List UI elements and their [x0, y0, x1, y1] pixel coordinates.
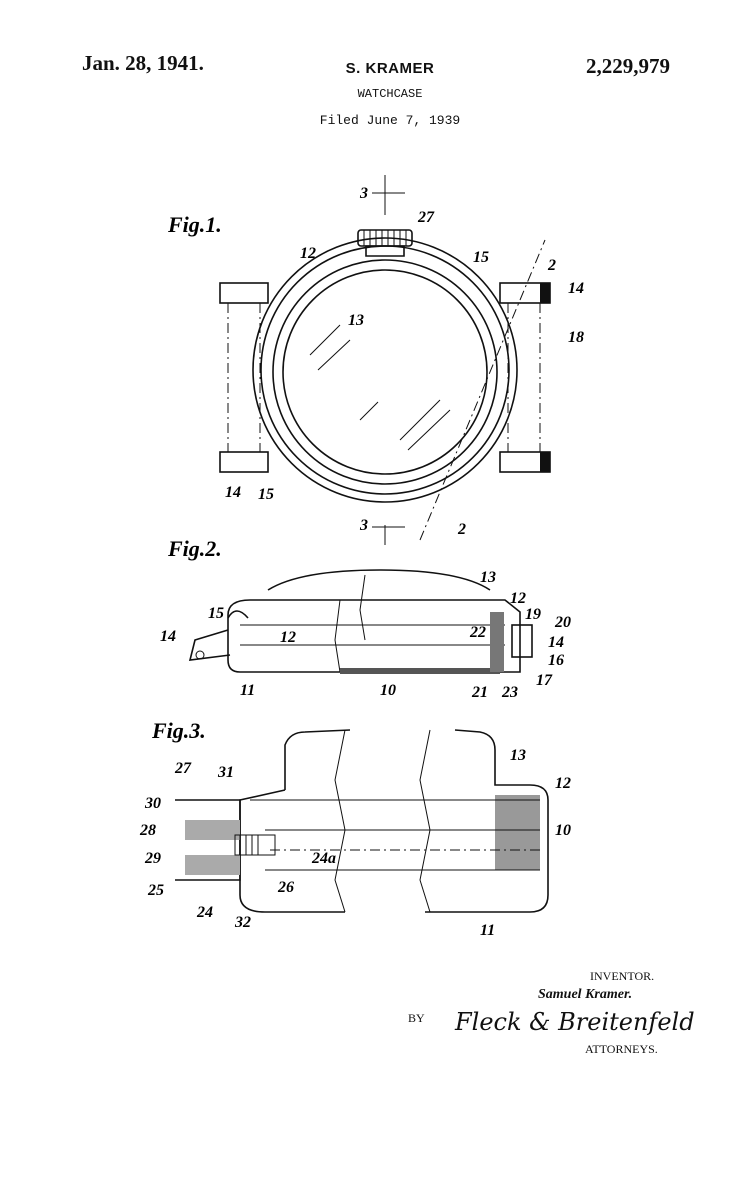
ref-numeral: 16	[548, 652, 564, 669]
ref-numeral: 24a	[311, 850, 336, 867]
patent-date: Jan. 28, 1941.	[82, 51, 204, 75]
ref-numeral: 12	[280, 629, 296, 646]
ref-numeral: 3	[359, 185, 368, 202]
ref-numeral: 12	[300, 245, 316, 262]
ref-numeral: 14	[225, 484, 241, 501]
ref-numeral: 23	[501, 684, 518, 701]
fig1-reference-numerals: 3 27 12 15 2 14 13 18 14 15 3 2	[225, 185, 584, 538]
ref-numeral: 28	[139, 822, 156, 839]
ref-numeral: 18	[568, 329, 584, 346]
ref-numeral: 24	[196, 904, 213, 921]
ref-numeral: 13	[348, 312, 364, 329]
patent-title: WATCHCASE	[357, 87, 423, 101]
ref-numeral: 15	[258, 486, 274, 503]
ref-numeral: 2	[457, 521, 466, 538]
ref-numeral: 3	[359, 517, 368, 534]
ref-numeral: 10	[555, 822, 571, 839]
inventor-name: Samuel Kramer.	[538, 987, 633, 1002]
ref-numeral: 10	[380, 682, 396, 699]
ref-numeral: 12	[555, 775, 571, 792]
figure-2: Fig.2. 13 12 19 20 15 14 12 22 14 16 17 …	[160, 536, 571, 701]
ref-numeral: 31	[217, 764, 234, 781]
ref-numeral: 21	[471, 684, 488, 701]
attorney-signature: Fleck & Breitenfeld	[455, 1008, 695, 1036]
inventor-header: S. KRAMER	[345, 60, 435, 77]
ref-numeral: 25	[147, 882, 164, 899]
patent-number: 2,229,979	[586, 54, 670, 78]
ref-numeral: 15	[473, 249, 489, 266]
ref-numeral: 15	[208, 605, 224, 622]
filing-date: Filed June 7, 1939	[319, 113, 461, 128]
ref-numeral: 29	[144, 850, 161, 867]
ref-numeral: 11	[480, 922, 495, 939]
fig3-reference-numerals: 13 27 31 12 30 10 28 29 24a 25 26 24 32 …	[139, 747, 571, 939]
fig2-reference-numerals: 13 12 19 20 15 14 12 22 14 16 17 21 23 1…	[160, 569, 571, 701]
ref-numeral: 13	[510, 747, 526, 764]
ref-numeral: 14	[160, 628, 176, 645]
fig3-title: Fig.3.	[151, 718, 206, 743]
ref-numeral: 27	[174, 760, 192, 777]
ref-numeral: 19	[525, 606, 541, 623]
ref-numeral: 13	[480, 569, 496, 586]
ref-numeral: 14	[548, 634, 564, 651]
ref-numeral: 20	[554, 614, 571, 631]
figure-1: Fig.1. 3 27 12 15 2 14 13 18	[167, 175, 584, 545]
ref-numeral: 11	[240, 682, 255, 699]
ref-numeral: 32	[234, 914, 251, 931]
by-label: BY	[408, 1011, 425, 1025]
inventor-label: INVENTOR.	[590, 969, 655, 983]
ref-numeral: 22	[469, 624, 486, 641]
fig2-title: Fig.2.	[167, 536, 222, 561]
ref-numeral: 26	[277, 879, 294, 896]
ref-numeral: 2	[547, 257, 556, 274]
ref-numeral: 14	[568, 280, 584, 297]
attorneys-label: ATTORNEYS.	[585, 1042, 658, 1056]
ref-numeral: 27	[417, 209, 435, 226]
ref-numeral: 17	[536, 672, 553, 689]
ref-numeral: 30	[144, 795, 161, 812]
figure-3: Fig.3. 13 27 31 12 30 10 28 29 24a 25 26…	[139, 718, 571, 939]
ref-numeral: 12	[510, 590, 526, 607]
fig1-title: Fig.1.	[167, 212, 222, 237]
